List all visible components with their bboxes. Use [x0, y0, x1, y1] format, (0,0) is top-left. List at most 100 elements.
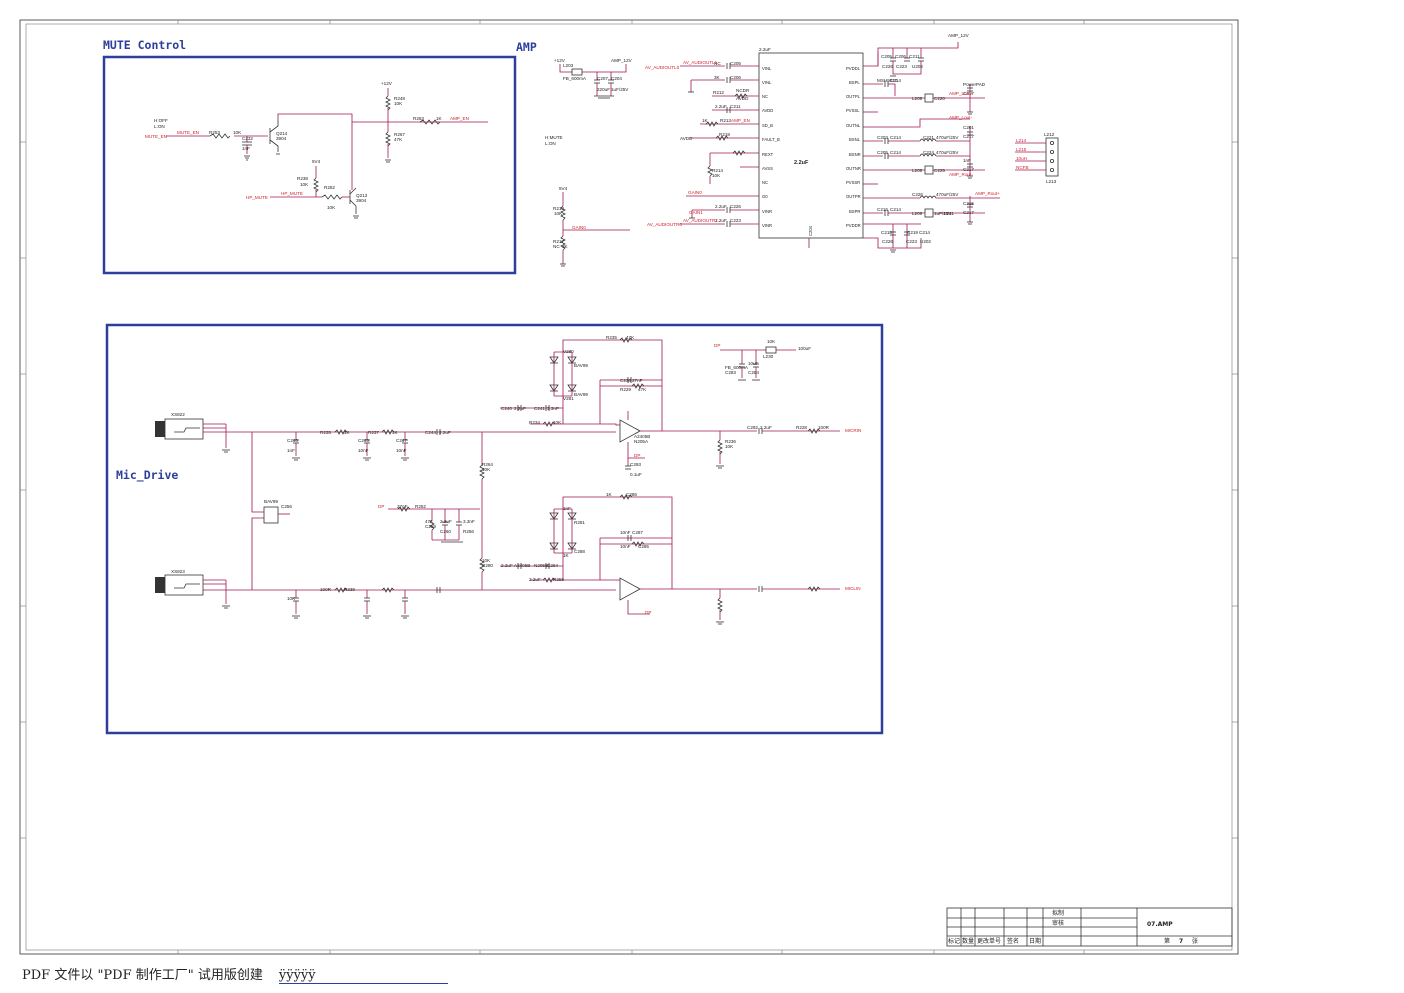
svg-text:R210: R210 [553, 206, 564, 211]
mute-net-hp-mute-2: HP_MUTE [281, 191, 303, 196]
mute-note-on: L:ON [154, 124, 165, 129]
svg-text:C214: C214 [890, 150, 901, 155]
svg-text:PVSSR: PVSSR [846, 180, 860, 185]
svg-text:L203: L203 [563, 63, 574, 68]
svg-text:+12V: +12V [554, 58, 566, 63]
svg-text:C226: C226 [912, 192, 923, 197]
mute-net-en-2: MUTE_EN [177, 130, 199, 135]
svg-text:FB_600mA: FB_600mA [563, 76, 587, 81]
svg-text:1K: 1K [436, 116, 443, 121]
svg-text:C246: C246 [287, 438, 298, 443]
mute-wiring [166, 88, 488, 219]
svg-text:1nF: 1nF [242, 146, 250, 151]
amp-net-lout-minus: AMP_Lout- [949, 115, 972, 120]
svg-text:100uF: 100uF [798, 346, 811, 351]
mic-ground-symbols [222, 379, 760, 625]
svg-text:100R: 100R [320, 587, 332, 592]
svg-text:VINL: VINL [762, 80, 772, 85]
svg-text:VINL: VINL [762, 66, 772, 71]
svg-text:FAULT_B: FAULT_B [762, 137, 780, 142]
pdf-footer-link[interactable]: ÿÿÿÿÿ [278, 968, 448, 984]
title-block-col-qty: 数量 [962, 937, 974, 945]
section-title-mic: Mic_Drive [116, 468, 178, 483]
svg-text:C284: C284 [748, 370, 759, 375]
mic-opamp-bottom-wiring [500, 494, 840, 620]
svg-text:2.2uF: 2.2uF [715, 218, 727, 223]
svg-text:5V4: 5V4 [312, 159, 321, 164]
amp-net-amp-en: AMP_EN [731, 118, 750, 123]
svg-text:PVDDL: PVDDL [846, 66, 861, 71]
svg-text:C206: C206 [730, 75, 741, 80]
svg-text:47K: 47K [394, 137, 403, 142]
svg-text:3.3nF: 3.3nF [463, 519, 475, 524]
svg-text:R256: R256 [463, 529, 474, 534]
svg-text:C245: C245 [358, 438, 369, 443]
speaker-net-rout-plus: NCFB [1016, 165, 1029, 170]
section-title-amp: AMP [516, 40, 537, 54]
speaker-connector-refdes: L212 [1044, 132, 1055, 137]
svg-text:SD_B: SD_B [762, 123, 773, 128]
svg-text:R267: R267 [394, 132, 405, 137]
svg-text:2.2uF: 2.2uF [440, 519, 452, 524]
svg-text:VINR: VINR [762, 209, 772, 214]
amp-chip-refdes: 2.2uF [759, 47, 771, 52]
svg-text:C260: C260 [440, 529, 451, 534]
mic-diodes-bottom [549, 508, 577, 554]
svg-text:10uF: 10uF [748, 361, 759, 366]
svg-text:3K: 3K [714, 75, 721, 80]
mic-net-dp-3: DP [378, 504, 384, 509]
svg-text:N205B: N205B [534, 563, 548, 568]
svg-text:47K: 47K [638, 387, 647, 392]
svg-text:C226: C226 [882, 64, 893, 69]
amp-divider-labels: 5V4 R210 10K R217 NC 3K GAIN0 [553, 186, 586, 249]
svg-text:5V4: 5V4 [559, 186, 568, 191]
amp-power-filter [559, 64, 627, 99]
svg-text:10K: 10K [233, 130, 242, 135]
svg-text:10nF: 10nF [396, 448, 407, 453]
svg-text:10K: 10K [327, 205, 336, 210]
svg-text:L208: L208 [912, 211, 923, 216]
svg-text:BSNL: BSNL [849, 137, 861, 142]
svg-text:R252: R252 [415, 504, 426, 509]
svg-text:R281: R281 [574, 520, 585, 525]
svg-text:FB_600mA: FB_600mA [725, 365, 749, 370]
svg-text:10K: 10K [712, 173, 721, 178]
mic-bias-network [388, 432, 485, 590]
title-block-page-prefix: 第 [1164, 937, 1170, 945]
svg-text:C214: C214 [890, 135, 901, 140]
amp-note-on: L:ON [545, 141, 556, 146]
svg-text:R228: R228 [796, 425, 807, 430]
svg-text:10K: 10K [300, 182, 309, 187]
svg-text:VINR: VINR [762, 223, 772, 228]
amp-net-gain0: GAIN0 [688, 190, 702, 195]
svg-text:BAV99: BAV99 [574, 363, 588, 368]
svg-text:C206: C206 [895, 54, 906, 59]
amp-chip-msh9010 [758, 52, 864, 239]
svg-text:C224: C224 [923, 150, 934, 155]
title-block-page-num: 7 [1179, 938, 1183, 945]
amp-gain-divider [560, 192, 630, 267]
svg-text:C204: C204 [611, 76, 622, 81]
svg-text:C223: C223 [730, 218, 741, 223]
amp-note-mute: H:MUTE [545, 135, 563, 140]
svg-text:C205: C205 [881, 54, 892, 59]
svg-text:Q214: Q214 [276, 131, 288, 136]
svg-text:C211: C211 [730, 104, 741, 109]
svg-text:C211: C211 [909, 54, 920, 59]
svg-text:C215: C215 [963, 201, 974, 206]
svg-text:10K: 10K [482, 558, 491, 563]
svg-text:R213: R213 [720, 118, 731, 123]
mic-jack-bottom-refdes: XS823 [171, 569, 185, 574]
svg-text:C287: C287 [632, 530, 643, 535]
svg-text:V280: V280 [563, 349, 574, 354]
svg-text:G0: G0 [762, 194, 768, 199]
svg-text:PVDDR: PVDDR [846, 223, 861, 228]
svg-text:NC: NC [714, 61, 721, 66]
mute-net-en-1: MUTE_EN [145, 134, 167, 139]
svg-text:C293: C293 [630, 462, 641, 467]
mute-net-amp-en: AMP_EN [450, 116, 469, 121]
amp-net-gain1: GAIN1 [689, 210, 703, 215]
svg-text:L211: L211 [944, 211, 954, 216]
svg-text:AVDD: AVDD [762, 108, 773, 113]
